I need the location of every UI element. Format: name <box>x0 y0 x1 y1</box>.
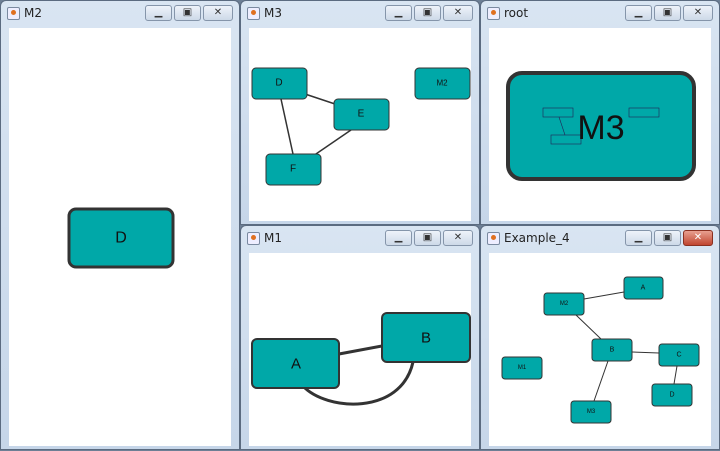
edge-c-d <box>673 365 678 385</box>
graph: A B <box>251 312 471 406</box>
window-title: root <box>504 6 529 20</box>
svg-text:M2: M2 <box>436 79 448 88</box>
maximize-button[interactable]: ▣ <box>654 230 681 246</box>
svg-text:M1: M1 <box>518 365 527 371</box>
node-m3[interactable]: M3 <box>570 400 612 424</box>
java-app-icon <box>247 7 260 20</box>
node-d[interactable]: D <box>651 383 693 407</box>
window-title: M1 <box>264 231 282 245</box>
edge-b-m3 <box>593 360 609 402</box>
graph: A M2 B C D M3 M1 <box>501 276 700 424</box>
window-m2: M2 ▁▣✕ D <box>0 0 240 450</box>
maximize-button[interactable]: ▣ <box>414 5 441 21</box>
node-m2[interactable]: M2 <box>543 292 585 316</box>
edge-b-c <box>631 351 660 354</box>
minimize-button[interactable]: ▁ <box>385 5 412 21</box>
svg-text:D: D <box>275 78 282 89</box>
title-bar[interactable]: Example_4 ▁▣✕ <box>481 226 719 252</box>
window-title: M2 <box>24 6 42 20</box>
svg-text:A: A <box>291 356 301 373</box>
node-e[interactable]: E <box>333 98 390 131</box>
close-button[interactable]: ✕ <box>683 230 713 246</box>
window-title: Example_4 <box>504 231 570 245</box>
edge-a-b <box>338 344 383 356</box>
close-button[interactable]: ✕ <box>443 5 473 21</box>
svg-text:D: D <box>115 230 127 247</box>
svg-text:D: D <box>669 392 674 399</box>
svg-text:E: E <box>358 109 365 120</box>
node-m3[interactable]: M3 <box>506 71 696 181</box>
edge-m2-b <box>575 314 602 340</box>
java-app-icon <box>247 232 260 245</box>
close-button[interactable]: ✕ <box>443 230 473 246</box>
graph: M3 <box>506 71 696 181</box>
minimize-button[interactable]: ▁ <box>625 230 652 246</box>
java-app-icon <box>487 7 500 20</box>
edge-e-f <box>312 129 352 157</box>
window-m1: M1 ▁▣✕ A B <box>240 225 480 450</box>
window-root: root ▁▣✕ M3 <box>480 0 720 225</box>
window-example-4: Example_4 ▁▣✕ A M2 B C D M3 M1 <box>480 225 720 450</box>
node-d[interactable]: D <box>67 207 175 269</box>
node-m1[interactable]: M1 <box>501 356 543 380</box>
close-button[interactable]: ✕ <box>683 5 713 21</box>
node-m2[interactable]: M2 <box>414 67 471 100</box>
minimize-button[interactable]: ▁ <box>625 5 652 21</box>
nested-subgraph-preview <box>542 107 660 145</box>
window-m3: M3 ▁▣✕ D E F M2 <box>240 0 480 225</box>
svg-text:M3: M3 <box>577 109 624 147</box>
svg-text:F: F <box>290 164 296 175</box>
close-button[interactable]: ✕ <box>203 5 233 21</box>
svg-text:C: C <box>676 352 681 359</box>
svg-text:M3: M3 <box>587 409 596 415</box>
svg-text:B: B <box>610 347 615 354</box>
title-bar[interactable]: M2 ▁▣✕ <box>1 1 239 27</box>
maximize-button[interactable]: ▣ <box>174 5 201 21</box>
graph: D E F M2 <box>251 67 471 186</box>
title-bar[interactable]: root ▁▣✕ <box>481 1 719 27</box>
svg-text:A: A <box>641 285 646 292</box>
minimize-button[interactable]: ▁ <box>145 5 172 21</box>
node-b[interactable]: B <box>381 312 471 363</box>
title-bar[interactable]: M3 ▁▣✕ <box>241 1 479 27</box>
edge-d-f <box>280 98 294 155</box>
graph: D <box>67 207 175 269</box>
svg-text:B: B <box>421 330 431 347</box>
node-c[interactable]: C <box>658 343 700 367</box>
maximize-button[interactable]: ▣ <box>414 230 441 246</box>
edge-m2-a <box>583 291 625 300</box>
minimize-button[interactable]: ▁ <box>385 230 412 246</box>
node-d[interactable]: D <box>251 67 308 100</box>
node-a[interactable]: A <box>623 276 664 300</box>
edge-a-b-curved <box>301 361 415 406</box>
window-title: M3 <box>264 6 282 20</box>
maximize-button[interactable]: ▣ <box>654 5 681 21</box>
node-a[interactable]: A <box>251 338 340 389</box>
java-app-icon <box>487 232 500 245</box>
title-bar[interactable]: M1 ▁▣✕ <box>241 226 479 252</box>
node-f[interactable]: F <box>265 153 322 186</box>
java-app-icon <box>7 7 20 20</box>
svg-text:M2: M2 <box>560 301 569 307</box>
node-b[interactable]: B <box>591 338 633 362</box>
